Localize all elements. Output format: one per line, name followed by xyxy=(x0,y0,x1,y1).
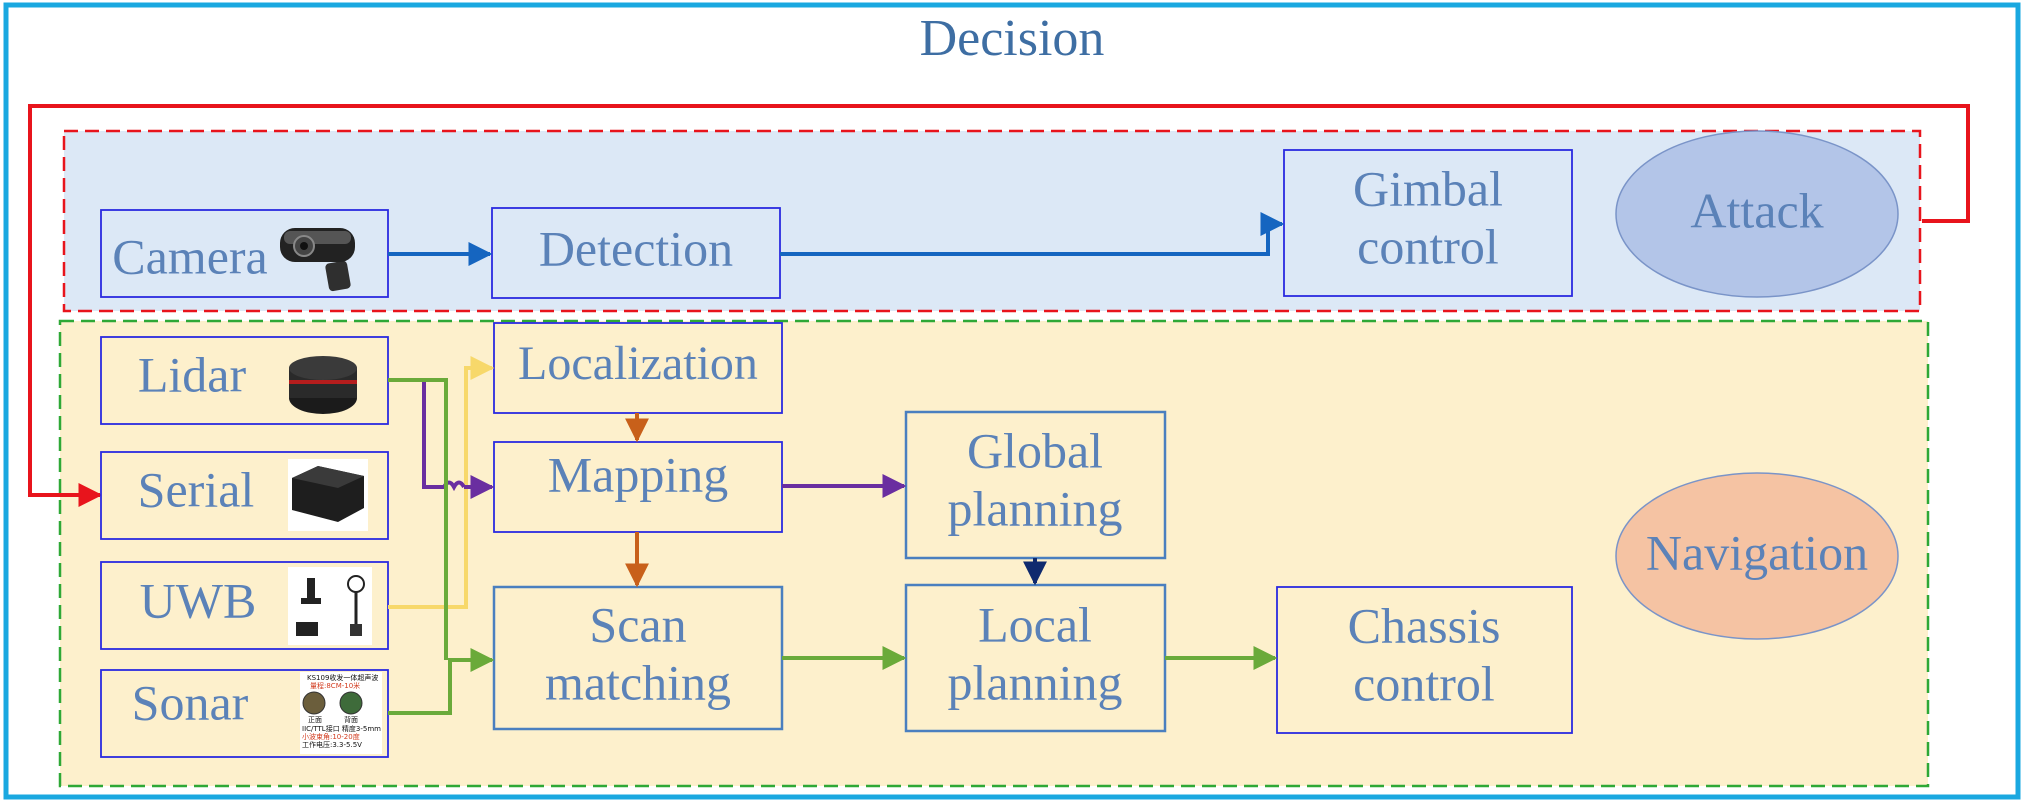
scan-matching-box: Scan matching xyxy=(492,585,784,731)
svg-text:Lidar: Lidar xyxy=(138,346,247,402)
decision-feedback-arrow xyxy=(28,104,1970,507)
svg-text:planning: planning xyxy=(948,654,1123,710)
lidar-box: Lidar xyxy=(100,336,389,425)
svg-text:Camera: Camera xyxy=(112,228,267,284)
lidar-icon xyxy=(289,356,357,414)
localization-box: Localization xyxy=(493,322,783,414)
svg-text:Global: Global xyxy=(967,422,1103,478)
svg-text:Serial: Serial xyxy=(138,461,255,517)
arrow-lidar-scan-matching xyxy=(388,378,448,660)
svg-text:Mapping: Mapping xyxy=(548,446,729,502)
svg-text:Detection: Detection xyxy=(539,220,733,276)
svg-text:planning: planning xyxy=(948,480,1123,536)
svg-text:小波束角:10-20度: 小波束角:10-20度 xyxy=(302,732,360,741)
svg-text:Scan: Scan xyxy=(589,596,686,652)
svg-text:Chassis: Chassis xyxy=(1348,597,1501,653)
chassis-control-box: Chassis control xyxy=(1276,586,1573,734)
attack-ellipse: Attack xyxy=(1615,130,1899,298)
decision-title: Decision xyxy=(920,10,1105,67)
sonar-spec-image: KS109收发一体超声波 量程:8CM-10米 正面 背面 IIC/TTL接口 … xyxy=(300,672,382,754)
uwb-box: UWB xyxy=(100,561,389,650)
webcam-icon xyxy=(280,228,355,292)
svg-text:matching: matching xyxy=(545,654,731,710)
gimbal-control-box: Gimbal control xyxy=(1283,149,1573,297)
svg-text:Navigation: Navigation xyxy=(1646,524,1868,580)
svg-text:量程:8CM-10米: 量程:8CM-10米 xyxy=(310,681,360,690)
svg-text:Localization: Localization xyxy=(518,337,758,390)
svg-text:UWB: UWB xyxy=(140,572,257,628)
svg-text:Sonar: Sonar xyxy=(132,674,249,730)
detection-box: Detection xyxy=(491,207,781,299)
svg-text:Attack: Attack xyxy=(1690,182,1823,238)
navigation-ellipse: Navigation xyxy=(1615,472,1899,640)
uwb-device-icon xyxy=(288,567,372,645)
svg-text:Gimbal: Gimbal xyxy=(1353,160,1503,216)
svg-text:Local: Local xyxy=(978,596,1092,652)
svg-text:control: control xyxy=(1357,218,1499,274)
arrow-sonar-scan-matching xyxy=(388,648,495,715)
mapping-box: Mapping xyxy=(493,441,783,533)
serial-device-icon xyxy=(288,459,368,531)
arrow-detection-gimbal xyxy=(780,212,1285,256)
global-planning-box: Global planning xyxy=(904,410,1167,560)
serial-box: Serial xyxy=(100,451,389,540)
svg-text:背面: 背面 xyxy=(344,715,358,724)
svg-text:正面: 正面 xyxy=(308,716,322,724)
local-planning-box: Local planning xyxy=(904,583,1167,733)
svg-text:control: control xyxy=(1353,655,1495,711)
sonar-box: Sonar KS109收发一体超声波 量程:8CM-10米 正面 背面 IIC/… xyxy=(100,669,389,758)
svg-text:工作电压:3.3-5.5V: 工作电压:3.3-5.5V xyxy=(302,740,362,749)
camera-box: Camera xyxy=(100,209,389,298)
svg-text:KS109收发一体超声波: KS109收发一体超声波 xyxy=(307,673,378,682)
svg-text:IIC/TTL接口 精度3-5mm: IIC/TTL接口 精度3-5mm xyxy=(302,724,381,733)
